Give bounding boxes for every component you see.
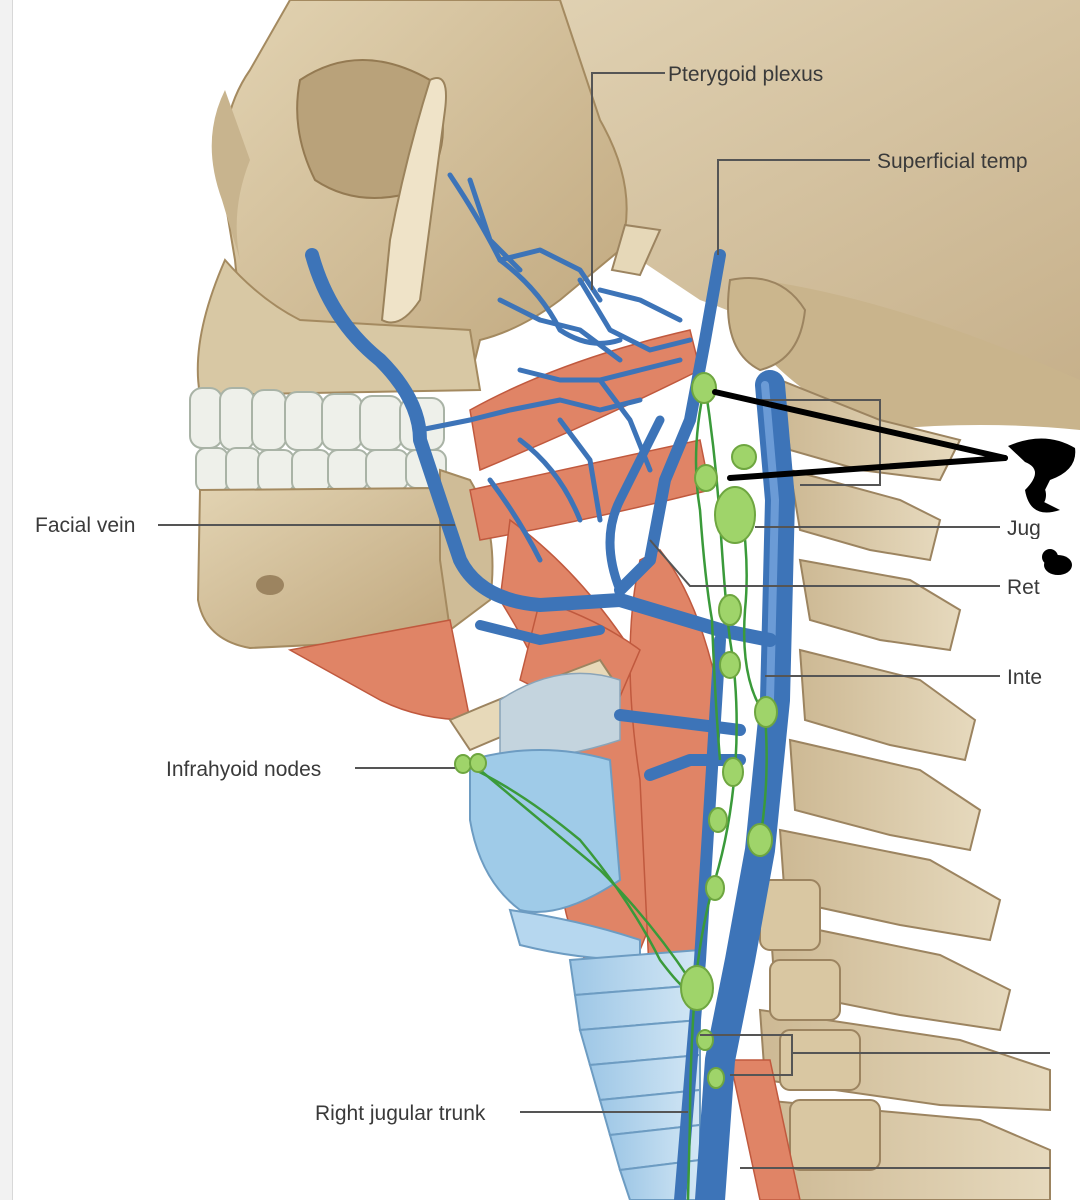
mental-foramen — [256, 575, 284, 595]
infrahyoid-node-a — [454, 754, 472, 774]
pterygoid-plexus — [417, 172, 693, 563]
label-superficial-temporal: Superficial temp — [877, 151, 1028, 172]
annotation-arrows — [712, 389, 1008, 481]
thyroid-cartilage — [469, 749, 622, 913]
leader-ret — [649, 539, 1000, 587]
zygomatic-cut — [380, 77, 447, 324]
lymph-nodes — [454, 372, 778, 1089]
upper-teeth — [189, 387, 445, 451]
label-jug: Jug — [1007, 518, 1041, 539]
maxilla — [196, 258, 482, 397]
label-int: Inte — [1007, 667, 1043, 688]
external-jugular-vein — [674, 634, 726, 1200]
infrahyoid-node-b — [469, 753, 487, 773]
retromandibular-vein — [614, 249, 726, 596]
leader-box-upper — [760, 399, 881, 486]
annotation-scribbles — [1008, 438, 1076, 575]
label-pterygoid-plexus: Pterygoid plexus — [668, 63, 824, 86]
trachea — [568, 948, 701, 1200]
leader-box-lower — [700, 1034, 1050, 1076]
veins — [305, 172, 795, 1200]
label-facial-vein: Facial vein — [35, 514, 136, 537]
vertebral-bodies — [759, 879, 881, 1171]
mastoid — [727, 277, 807, 372]
styloid — [610, 223, 662, 277]
occipital-shadow — [760, 280, 1080, 430]
leader-lines — [158, 72, 1050, 1169]
facial-vein — [305, 248, 777, 647]
label-right-jugular-trunk: Right jugular trunk — [315, 1102, 486, 1125]
lower-teeth — [195, 447, 447, 493]
leader-pterygoid — [591, 72, 665, 290]
label-infrahyoid-nodes: Infrahyoid nodes — [166, 758, 322, 781]
label-ret: Ret — [1007, 577, 1040, 598]
leader-superficial-temporal — [717, 159, 870, 255]
nasal — [211, 90, 250, 260]
window-edge — [0, 0, 13, 1200]
